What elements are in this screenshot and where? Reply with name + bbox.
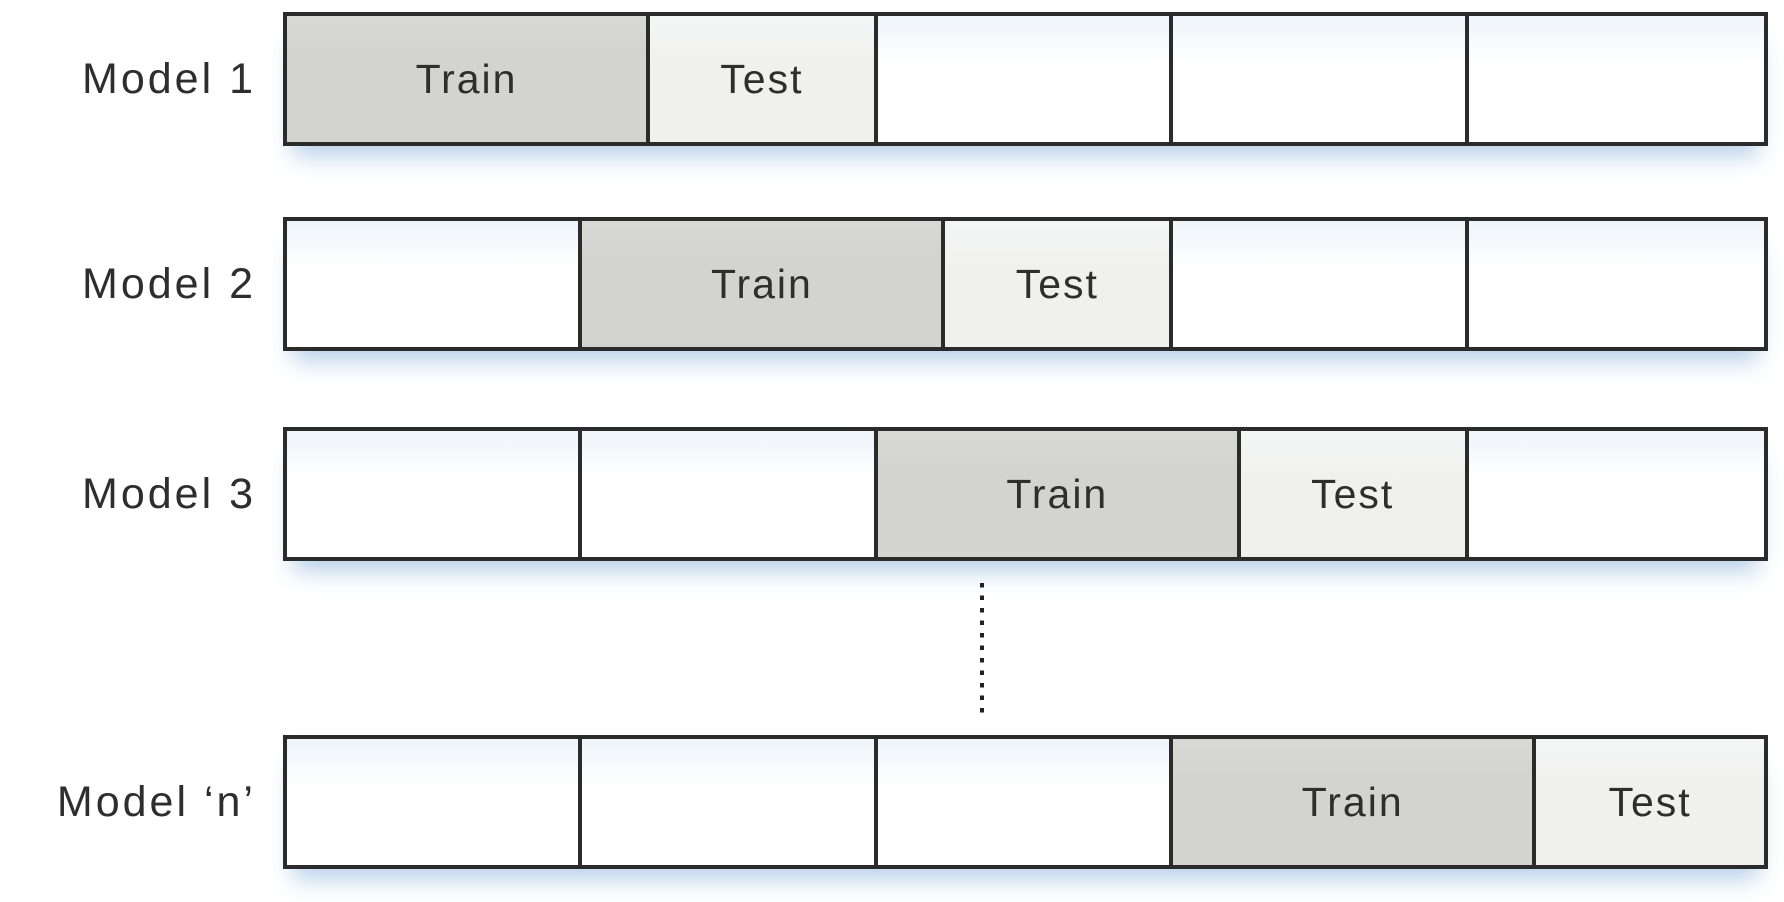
blank-segment (287, 739, 583, 865)
blank-segment (287, 221, 583, 347)
test-segment: Test (945, 221, 1174, 347)
model-3-row: Model 3 Train Test (0, 427, 1784, 561)
test-segment: Test (1536, 739, 1764, 865)
test-segment: Test (650, 16, 878, 142)
blank-segment (1468, 221, 1764, 347)
model-n-row: Model ‘n’ Train Test (0, 735, 1784, 869)
train-segment: Train (287, 16, 651, 142)
model-n-timeline-bar: Train Test (283, 735, 1768, 869)
model-3-label: Model 3 (82, 469, 256, 518)
model-1-timeline-bar: Train Test (283, 12, 1768, 146)
blank-segment (287, 431, 583, 557)
blank-segment (877, 16, 1174, 142)
blank-segment (582, 431, 878, 557)
continuation-dotted-line (980, 583, 984, 719)
model-n-label: Model ‘n’ (56, 777, 256, 826)
blank-segment (1173, 221, 1469, 347)
blank-segment (1468, 16, 1764, 142)
model-2-row: Model 2 Train Test (0, 217, 1784, 351)
blank-segment (1468, 431, 1764, 557)
blank-segment (877, 739, 1174, 865)
model-2-label: Model 2 (82, 259, 256, 308)
train-segment: Train (582, 221, 946, 347)
model-1-row: Model 1 Train Test (0, 12, 1784, 146)
model-1-label: Model 1 (82, 54, 256, 103)
train-segment: Train (877, 431, 1241, 557)
model-2-timeline-bar: Train Test (283, 217, 1768, 351)
model-3-timeline-bar: Train Test (283, 427, 1768, 561)
test-segment: Test (1240, 431, 1469, 557)
train-segment: Train (1173, 739, 1537, 865)
blank-segment (1173, 16, 1469, 142)
blank-segment (582, 739, 878, 865)
